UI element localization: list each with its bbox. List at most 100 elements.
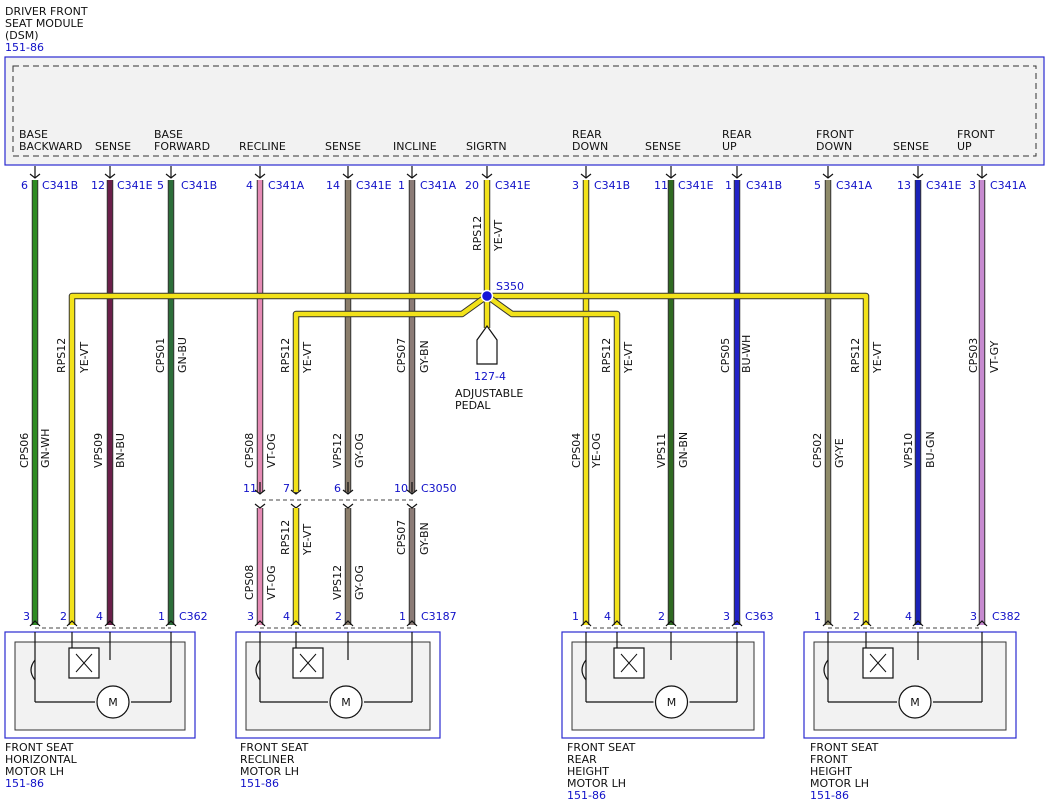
motor-circle <box>898 685 932 719</box>
limit-switch-symbol <box>581 659 587 681</box>
motor-name-line: RECLINER <box>240 753 295 766</box>
dsm-outline <box>4 56 1045 166</box>
color-label: YE-VT <box>301 523 314 556</box>
circuit-label: CPS03 <box>967 338 980 373</box>
circuit-label: CPS02 <box>811 433 824 468</box>
splice-labels: S350 127-4 ADJUSTABLE PEDAL <box>455 280 524 412</box>
pin-terminal-mark <box>580 620 592 627</box>
limit-switch-symbol <box>255 659 261 681</box>
pin-number: 4 <box>246 179 253 192</box>
connector-name: C341E <box>678 179 714 192</box>
motor-name-line: FRONT SEAT <box>810 741 879 754</box>
pin-terminal-mark <box>342 503 354 509</box>
connector-name: C362 <box>179 610 208 623</box>
motor-name-line: REAR <box>567 753 597 766</box>
pin-terminal-mark <box>254 503 266 509</box>
pin-label: REAR <box>722 128 752 141</box>
dsm-module: DRIVER FRONT SEAT MODULE (DSM) 151-86 <box>4 5 1045 166</box>
color-label: YE-VT <box>871 341 884 374</box>
connector-name: C341A <box>836 179 873 192</box>
motor-ref: 151-86 <box>567 789 606 802</box>
pin-label: SENSE <box>645 140 681 153</box>
color-label: BU-WH <box>740 335 753 373</box>
upper-wire-labels: CPS06 GN-WH VPS09 BN-BU CPS01 GN-BU CPS0… <box>18 216 1001 469</box>
motor-symbol: M <box>910 696 920 709</box>
connector-name: C341A <box>990 179 1027 192</box>
circuit-label: CPS08 <box>243 565 256 600</box>
pin-number: 3 <box>247 610 254 623</box>
pin-terminal-mark <box>342 620 354 627</box>
dsm-title-line-3: (DSM) <box>5 29 39 42</box>
pin-terminal-mark <box>29 620 41 627</box>
circuit-label: RPS12 <box>849 338 862 373</box>
dsm-title-line-2: SEAT MODULE <box>5 17 84 30</box>
color-label: GN-BN <box>677 432 690 468</box>
dsm-ref: 151-86 <box>5 41 44 54</box>
pin-number: 4 <box>96 610 103 623</box>
circuit-label: CPS05 <box>719 338 732 373</box>
circuit-label: RPS12 <box>600 338 613 373</box>
motor-name-line: MOTOR LH <box>567 777 626 790</box>
pin-label: SENSE <box>325 140 361 153</box>
motor-name-line: MOTOR LH <box>240 765 299 778</box>
pin-number: 1 <box>158 610 165 623</box>
pin-number: 5 <box>814 179 821 192</box>
pin-number: 5 <box>157 179 164 192</box>
pin-label: BACKWARD <box>19 140 82 153</box>
pedal-connector-symbol <box>476 324 498 365</box>
dsm-connector-labels: 6 C341B 12 C341E 5 C341B 4 C341A 14 C341… <box>21 179 1027 192</box>
pin-terminal-mark <box>912 620 924 627</box>
dsm-inner-dashed <box>12 65 1037 157</box>
pin-terminal-mark <box>822 620 834 627</box>
color-label: GY-OG <box>353 433 366 468</box>
motor-name-line: FRONT <box>810 753 848 766</box>
connector-name: C341B <box>181 179 217 192</box>
pin-terminal-mark <box>611 620 623 627</box>
pin-terminal-mark <box>290 620 302 627</box>
circuit-label: VPS11 <box>655 433 668 468</box>
pin-number: 10 <box>394 482 408 495</box>
color-label: GN-BU <box>176 337 189 373</box>
circuit-label: RPS12 <box>55 338 68 373</box>
connector-name: C341E <box>356 179 392 192</box>
motor-name-line: HEIGHT <box>567 765 609 778</box>
pin-terminal-mark <box>290 503 302 509</box>
pin-number: 3 <box>23 610 30 623</box>
pin-terminal-mark <box>254 620 266 627</box>
motor-inner-box <box>14 641 186 731</box>
color-label: YE-VT <box>78 341 91 374</box>
color-label: YE-VT <box>301 341 314 374</box>
motor-rear-height: M <box>561 620 765 739</box>
color-label: GY-BN <box>418 340 431 373</box>
wire-rps12-horizontal <box>69 293 487 625</box>
motor-name-line: HORIZONTAL <box>5 753 78 766</box>
color-label: VT-GY <box>988 340 1001 373</box>
wire-rps12-rear-height <box>485 294 620 625</box>
motor-name-line: FRONT SEAT <box>240 741 309 754</box>
motor-circle <box>96 685 130 719</box>
connector-name: C341B <box>746 179 782 192</box>
pin-number: 2 <box>853 610 860 623</box>
limit-switch-symbol <box>30 659 36 681</box>
connector-name: C341B <box>42 179 78 192</box>
color-label: YE-OG <box>590 433 603 469</box>
pin-terminal-mark <box>406 503 418 509</box>
color-label: BU-GN <box>924 431 937 468</box>
pin-label: FRONT <box>816 128 854 141</box>
connector-name: C341A <box>420 179 457 192</box>
splice-harness <box>68 180 870 625</box>
pin-terminal-mark <box>731 620 743 627</box>
pedal-label-line-1: ADJUSTABLE <box>455 387 523 400</box>
pin-number: 3 <box>969 179 976 192</box>
pin-terminal-mark <box>860 620 872 627</box>
motor-inner-box <box>571 641 755 731</box>
splice-label: S350 <box>496 280 524 293</box>
motor-front-height: M <box>803 620 1017 739</box>
pin-number: 4 <box>905 610 912 623</box>
motor-name-line: FRONT SEAT <box>5 741 74 754</box>
circuit-label: CPS07 <box>395 520 408 555</box>
pin-label: SENSE <box>95 140 131 153</box>
pin-label: FORWARD <box>154 140 210 153</box>
circuit-label: CPS04 <box>570 433 583 468</box>
